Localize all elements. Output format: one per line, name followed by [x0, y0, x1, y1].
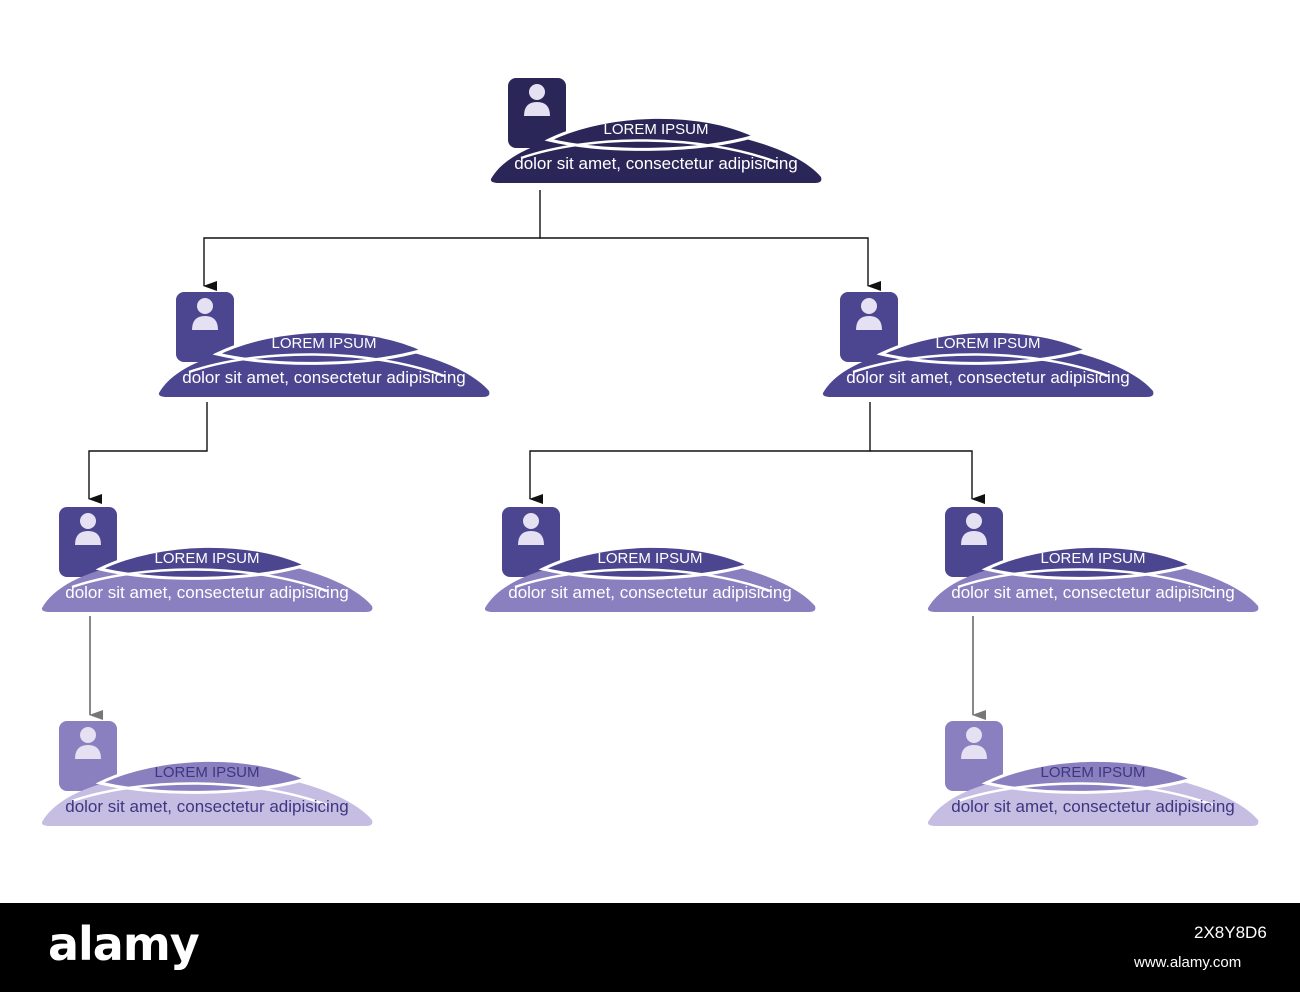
connector-rightmgr-middlestaff: [529, 402, 871, 504]
org-node-right-staff: LOREM IPSUM dolor sit amet, consectetur a…: [927, 507, 1259, 612]
org-node-left-staff: LOREM IPSUM dolor sit amet, consectetur a…: [41, 507, 373, 612]
alamy-logo: alamy: [48, 917, 200, 971]
connector-root-right: [540, 237, 881, 291]
node-title: LOREM IPSUM: [1040, 764, 1145, 781]
person-icon: [961, 727, 987, 759]
node-description: dolor sit amet, consectetur adipisicing: [182, 368, 465, 387]
sweep-line: [957, 782, 1214, 807]
person-icon: [524, 84, 550, 116]
sweep-line: [520, 139, 777, 164]
person-icon: [518, 513, 544, 545]
org-node-root: LOREM IPSUM dolor sit amet, consectetur a…: [490, 78, 822, 183]
connectors: [88, 190, 986, 720]
node-title: LOREM IPSUM: [603, 121, 708, 138]
person-icon: [75, 513, 101, 545]
org-chart: LOREM IPSUM dolor sit amet, consectetur a…: [41, 78, 1259, 826]
node-title: LOREM IPSUM: [1040, 550, 1145, 567]
person-icon: [961, 513, 987, 545]
node-title: LOREM IPSUM: [154, 764, 259, 781]
node-title: LOREM IPSUM: [935, 335, 1040, 352]
org-node-left-manager: LOREM IPSUM dolor sit amet, consectetur a…: [158, 292, 490, 397]
connector-leftmgr-leftstaff: [88, 402, 208, 504]
image-id: 2X8Y8D6: [1194, 923, 1267, 942]
person-icon: [856, 298, 882, 330]
sweep-line: [514, 568, 771, 593]
sweep-line: [852, 353, 1109, 378]
node-title: LOREM IPSUM: [597, 550, 702, 567]
node-description: dolor sit amet, consectetur adipisicing: [65, 797, 348, 816]
sweep-line: [71, 568, 328, 593]
sweep-line: [957, 568, 1214, 593]
sweep-line: [188, 353, 445, 378]
node-description: dolor sit amet, consectetur adipisicing: [951, 797, 1234, 816]
node-description: dolor sit amet, consectetur adipisicing: [846, 368, 1129, 387]
org-node-right-manager: LOREM IPSUM dolor sit amet, consectetur a…: [822, 292, 1154, 397]
sweep-line: [71, 782, 328, 807]
connector-rightmgr-rightstaff: [870, 450, 985, 504]
site-url: www.alamy.com: [1134, 954, 1242, 971]
org-node-right-junior: LOREM IPSUM dolor sit amet, consectetur a…: [927, 721, 1259, 826]
org-node-left-junior: LOREM IPSUM dolor sit amet, consectetur a…: [41, 721, 373, 826]
org-nodes: LOREM IPSUM dolor sit amet, consectetur a…: [41, 78, 1259, 826]
node-title: LOREM IPSUM: [154, 550, 259, 567]
node-title: LOREM IPSUM: [271, 335, 376, 352]
node-description: dolor sit amet, consectetur adipisicing: [951, 583, 1234, 602]
person-icon: [75, 727, 101, 759]
node-description: dolor sit amet, consectetur adipisicing: [514, 154, 797, 173]
node-description: dolor sit amet, consectetur adipisicing: [508, 583, 791, 602]
person-icon: [192, 298, 218, 330]
connector-root-left: [203, 190, 541, 291]
org-node-middle-staff: LOREM IPSUM dolor sit amet, consectetur a…: [484, 507, 816, 612]
node-description: dolor sit amet, consectetur adipisicing: [65, 583, 348, 602]
watermark-footer: alamy 2X8Y8D6 www.alamy.com: [0, 903, 1300, 992]
